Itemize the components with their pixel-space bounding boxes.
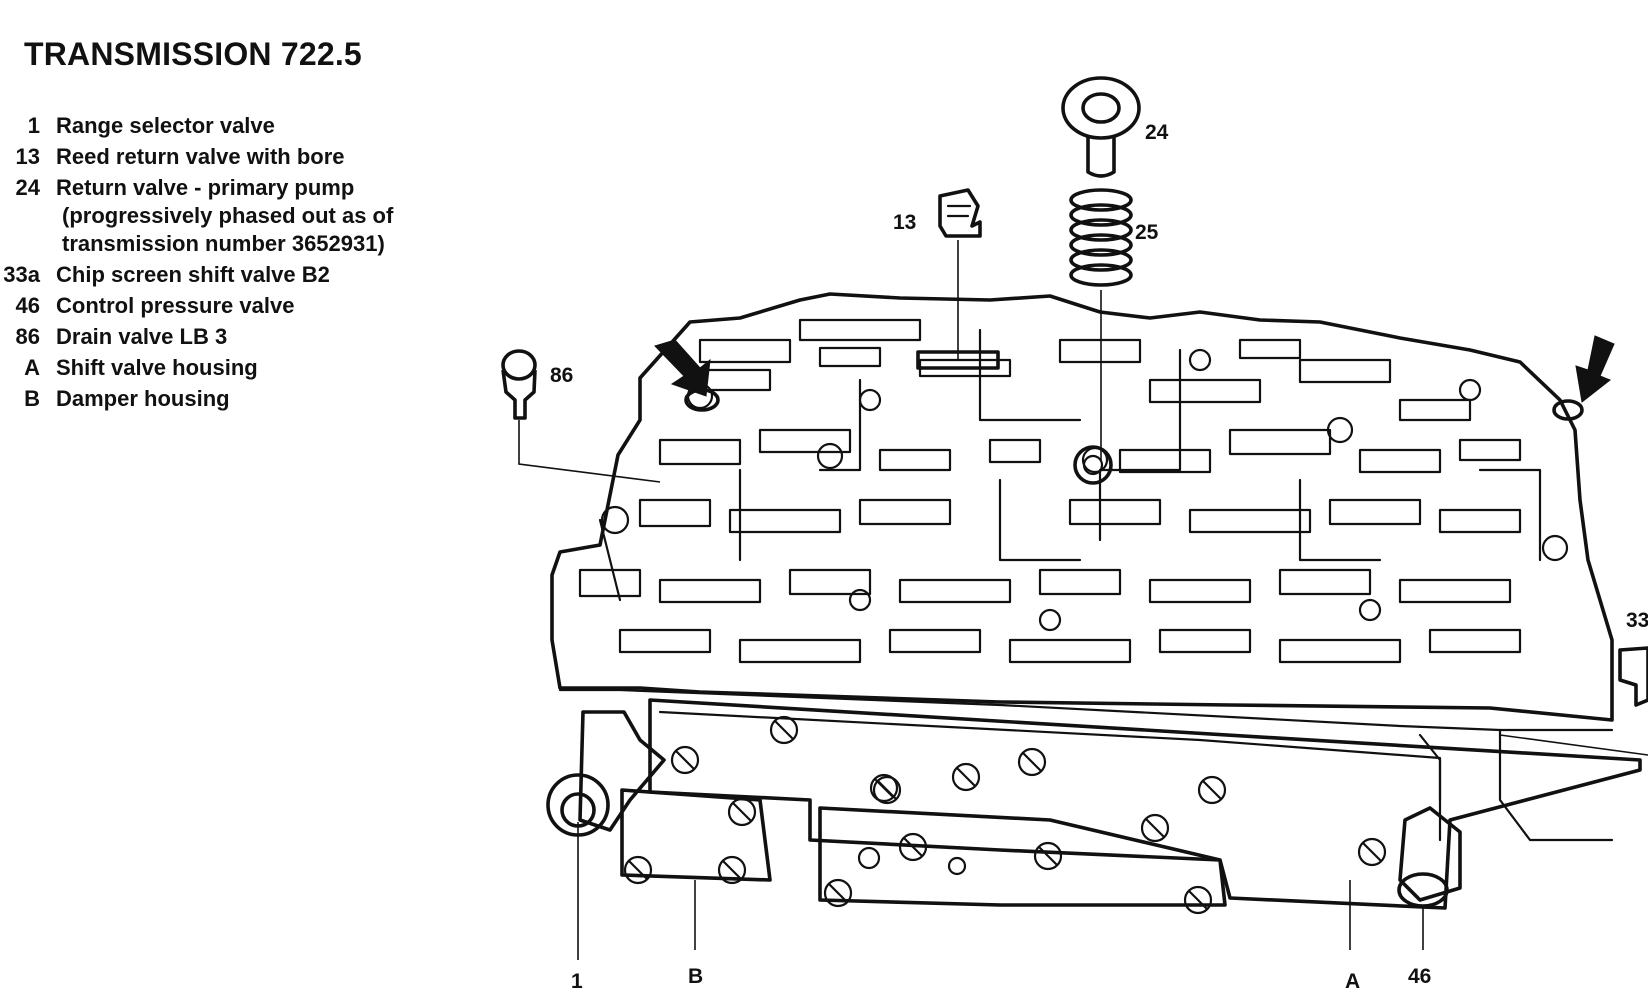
legend-label: Chip screen shift valve B2 [56,262,330,287]
valve-body-side [1498,728,1614,842]
reed-return-valve [938,188,982,238]
legend-item: A Shift valve housing [0,354,460,382]
shift-valve-housing [648,698,1642,910]
control-pressure-valve [1397,806,1462,908]
legend-number: 24 [15,175,40,200]
valve-body [550,292,1614,842]
drain-valve [501,349,537,420]
parts-legend: 1 Range selector valve 13 Reed return va… [0,112,460,416]
callout-33: 33 [1626,609,1648,632]
legend-label-continued: (progressively phased out as of [62,203,394,228]
callout-13: 13 [893,211,916,234]
arrow-right-icon [1575,335,1615,403]
legend-label: Reed return valve with bore [56,144,345,169]
leader-lines [518,240,1648,960]
callout-25: 25 [1135,221,1159,244]
legend-number: B [24,386,40,411]
callout-86: 86 [550,364,573,387]
legend-number: 46 [15,293,40,318]
arrow-left-icon [654,339,711,397]
legend-item: B Damper housing [0,385,460,413]
legend-number: 86 [15,324,40,349]
legend-item: 24 Return valve - primary pump (progress… [0,174,460,258]
legend-label: Drain valve LB 3 [56,324,228,349]
legend-label: Damper housing [56,386,230,411]
legend-number: 13 [15,144,40,169]
callout-A: A [1345,970,1360,993]
legend-item: 33a Chip screen shift valve B2 [0,261,460,289]
housing-screws [769,715,1387,867]
valve-body-channels [578,318,1542,664]
return-valve-spring [1069,188,1133,287]
callout-24: 24 [1145,121,1169,144]
return-valve-primary-pump [1061,76,1141,178]
legend-label-continued: transmission number 3652931) [62,231,385,256]
legend-item: 13 Reed return valve with bore [0,143,460,171]
legend-label: Return valve - primary pump [56,175,355,200]
diagram-title: TRANSMISSION 722.5 [24,36,362,72]
locating-ring-right [1552,399,1584,421]
valve-body-bosses [600,348,1569,632]
range-selector-valve [546,710,666,837]
callout-B: B [688,965,703,988]
legend-number: 1 [27,113,40,138]
legend-number: A [24,355,40,380]
legend-label: Shift valve housing [56,355,258,380]
legend-item: 86 Drain valve LB 3 [0,323,460,351]
legend-item: 1 Range selector valve [0,112,460,140]
return-valve-bore [1073,445,1113,485]
callout-46: 46 [1408,965,1431,988]
damper-screws [623,745,1213,915]
legend-label: Range selector valve [56,113,275,138]
legend-label-group: Return valve - primary pump (progressive… [56,174,460,258]
callout-1: 1 [571,970,583,993]
valve-body-front-edge [558,688,1614,732]
chip-screen-shift-valve [1618,646,1648,707]
locating-arrows [654,335,1615,403]
legend-number: 33a [3,262,40,287]
legend-item: 46 Control pressure valve [0,292,460,320]
damper-housing [620,745,1227,915]
legend-label: Control pressure valve [56,293,295,318]
